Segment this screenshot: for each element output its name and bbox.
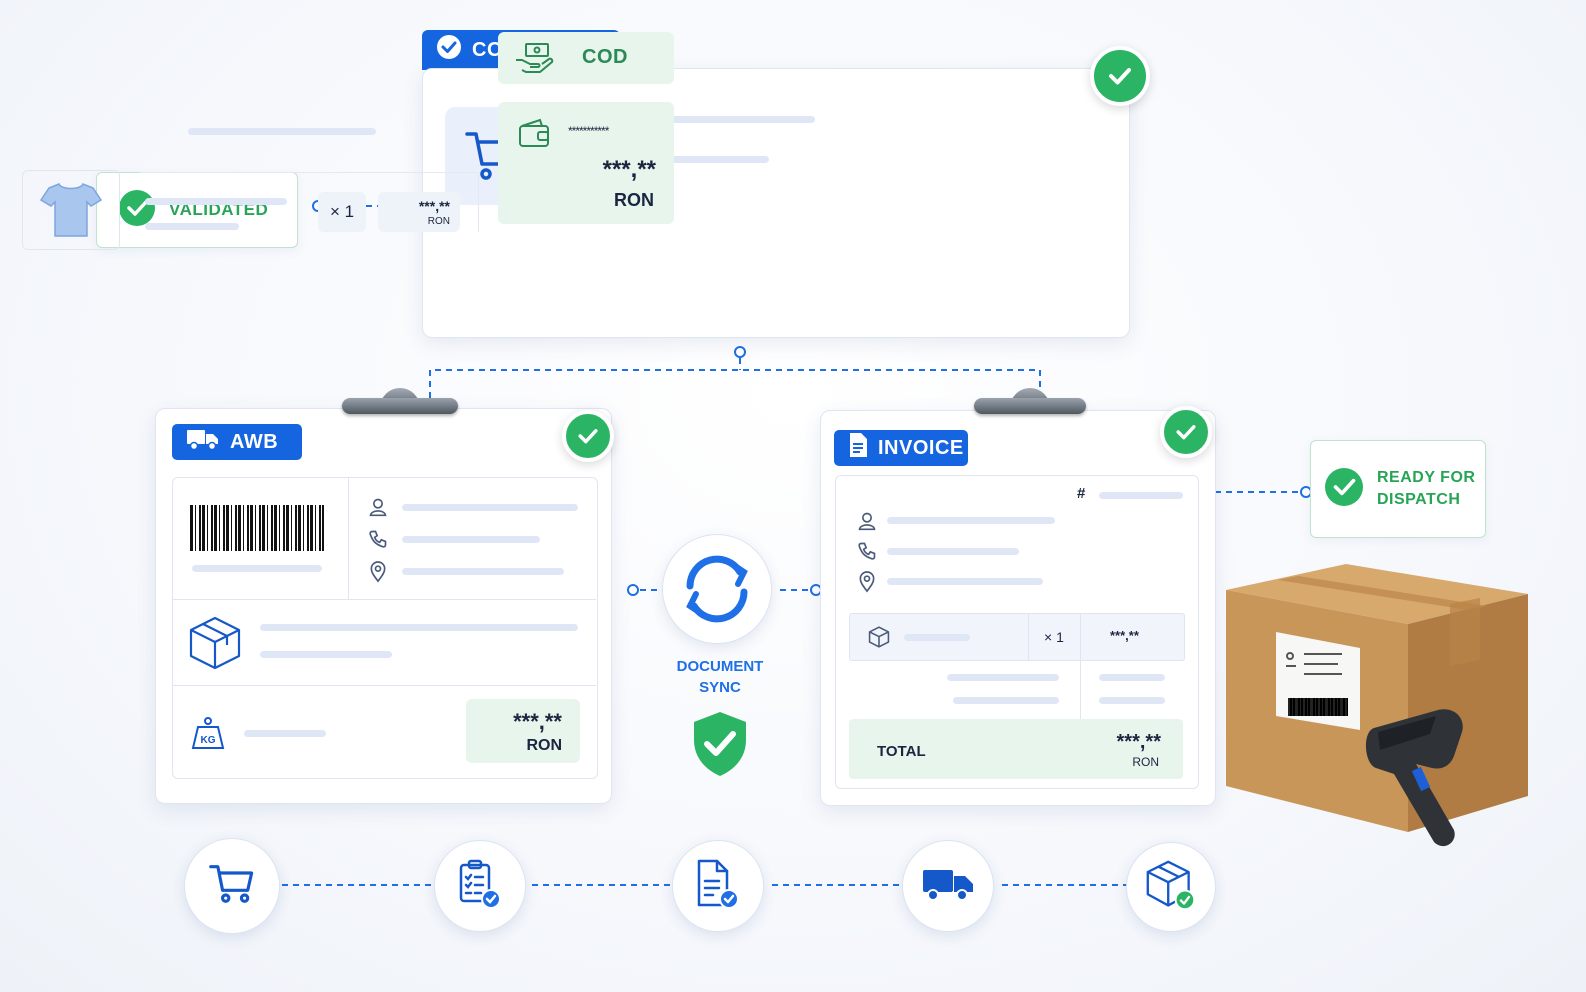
awb-amount-box: ***,** RON [466, 699, 580, 763]
invoice-number-symbol: # [1077, 485, 1086, 502]
invoice-total-box: TOTAL ***,** RON [849, 719, 1183, 779]
cod-amount: ***,** [602, 156, 656, 183]
user-icon [368, 497, 388, 522]
sync-icon [662, 534, 772, 644]
cardboard-box-with-scanner [1226, 564, 1528, 847]
invoice-label: INVOICE [878, 436, 964, 459]
phone-icon [857, 541, 877, 566]
cart-icon [208, 862, 256, 911]
cod-currency: RON [614, 190, 654, 210]
svg-text:KG: KG [201, 735, 216, 746]
total-currency: RON [1132, 755, 1159, 769]
item-currency: RON [427, 216, 450, 227]
check-circle-icon [1325, 467, 1363, 511]
item-price-box: ***,** RON [378, 192, 460, 232]
phone-icon [368, 529, 388, 554]
invoice-item-qty: × 1 [1044, 629, 1064, 645]
awb-currency: RON [526, 737, 562, 754]
cod-label: COD [582, 46, 628, 68]
package-icon [868, 626, 890, 653]
invoice-item-row: × 1 ***,** [849, 613, 1185, 661]
shield-check-icon [690, 710, 750, 783]
invoice-tab[interactable]: INVOICE [834, 430, 968, 466]
step-checklist[interactable] [434, 840, 526, 932]
total-amount: ***,** [1116, 731, 1161, 753]
user-icon [857, 511, 877, 536]
awb-tab[interactable]: AWB [172, 424, 302, 460]
cash-hand-icon [514, 42, 554, 79]
wallet-icon [518, 118, 552, 155]
truck-icon [922, 866, 974, 907]
invoice-check-icon [1160, 406, 1212, 458]
document-check-icon [695, 859, 741, 914]
awb-card: KG ***,** RON [155, 408, 612, 804]
cod-order-check-icon [1090, 46, 1150, 106]
weight-kg-icon: KG [190, 715, 226, 756]
location-pin-icon [857, 571, 877, 598]
package-icon [188, 615, 242, 676]
item-quantity: × 1 [318, 192, 366, 232]
location-pin-icon [368, 561, 388, 588]
package-check-icon [1145, 859, 1197, 916]
awb-label: AWB [230, 430, 279, 453]
cod-payment-badge: COD [498, 32, 674, 84]
checklist-icon [457, 859, 503, 914]
cod-amount-box: *********** ***,** RON [498, 102, 674, 224]
step-truck[interactable] [902, 840, 994, 932]
awb-amount: ***,** [513, 709, 562, 734]
check-circle-icon [436, 34, 462, 66]
barcode [190, 505, 324, 551]
validated-status: VALIDATED [96, 172, 298, 248]
awb-check-icon [562, 410, 614, 462]
truck-icon [186, 427, 220, 457]
step-package[interactable] [1126, 842, 1216, 932]
step-cart[interactable] [184, 838, 280, 934]
document-icon [848, 432, 868, 464]
invoice-card: # × 1 ***,** TOTAL ***,** RON [820, 410, 1216, 806]
masked-account: *********** [568, 124, 609, 138]
item-price: ***,** [418, 198, 450, 214]
invoice-item-price: ***,** [1110, 628, 1139, 643]
tshirt-icon [22, 170, 120, 250]
step-document[interactable] [672, 840, 764, 932]
total-label: TOTAL [877, 743, 926, 760]
